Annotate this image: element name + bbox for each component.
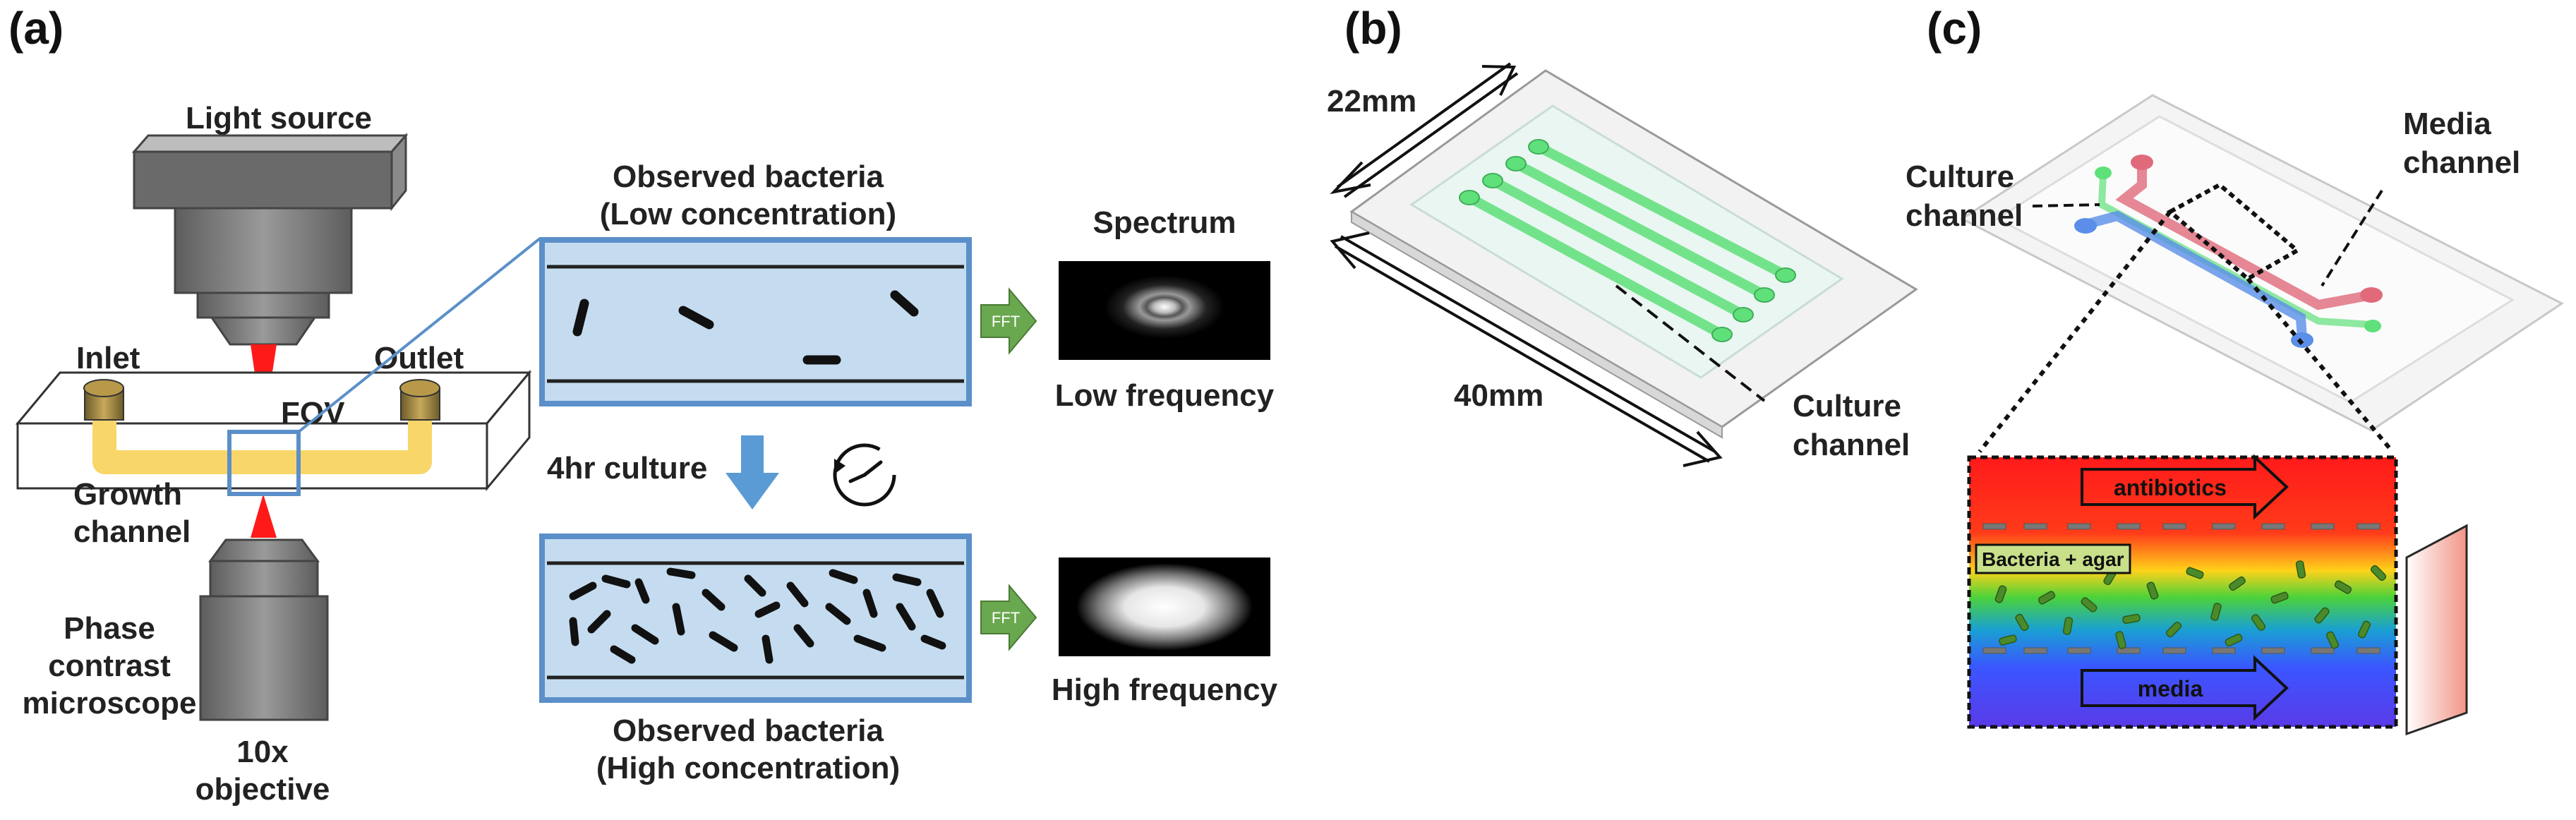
observed-low-label-2: (Low concentration) xyxy=(600,197,896,231)
culture-channel-leader-b xyxy=(1615,284,1766,402)
light-source-label: Light source xyxy=(186,101,372,135)
low-frequency-label: Low frequency xyxy=(1055,378,1275,413)
culture-channel-label-b-2: channel xyxy=(1793,428,1910,462)
light-beam-bottom xyxy=(251,494,277,538)
objective-label-1: 10x xyxy=(236,735,289,769)
observed-low-view xyxy=(539,237,972,406)
panel-b-label: (b) xyxy=(1344,3,1402,54)
culture-channel-label-c-2: channel xyxy=(1906,198,2023,233)
chip-c xyxy=(1960,94,2564,432)
blue-channel-c xyxy=(2081,210,2307,344)
microscope-objective xyxy=(199,538,329,721)
growth-channel-label-1: Growth xyxy=(73,477,182,512)
culture-channel-leader-c xyxy=(2032,203,2100,207)
media-channel-c xyxy=(2115,159,2376,310)
media-channel-label-c-1: Media xyxy=(2403,107,2491,141)
dimension-arrows-b xyxy=(1330,62,1723,467)
fft-arrow-top: FFT xyxy=(980,287,1037,355)
svg-text:media: media xyxy=(2138,676,2203,701)
gradient-wedge xyxy=(2405,524,2468,736)
outlet-port xyxy=(399,379,440,421)
culture-channel-label-b-1: Culture xyxy=(1793,389,1901,423)
zoom-inset-c xyxy=(1967,455,2398,729)
high-frequency-label: High frequency xyxy=(1052,673,1278,707)
svg-text:Bacteria + agar: Bacteria + agar xyxy=(1982,548,2124,570)
observed-low-label-1: Observed bacteria xyxy=(613,159,884,194)
bacteria-agar-tag: Bacteria + agar xyxy=(1975,543,2131,574)
objective-label-2: objective xyxy=(195,772,330,807)
antibiotics-arrow: antibiotics xyxy=(2081,454,2289,520)
microscope-label-2: contrast xyxy=(48,649,171,683)
outlet-label: Outlet xyxy=(374,341,464,375)
observed-high-label-2: (High concentration) xyxy=(596,751,900,785)
fov-connector xyxy=(297,237,541,433)
zoom-region-c xyxy=(2166,182,2301,282)
fft-arrow-bottom: FFT xyxy=(980,584,1037,651)
zoom-leader-right xyxy=(2246,277,2395,453)
length-dim-label: 40mm xyxy=(1454,378,1543,413)
growth-channel-label-2: channel xyxy=(73,514,191,549)
panel-c-label: (c) xyxy=(1927,3,1982,54)
svg-text:antibiotics: antibiotics xyxy=(2114,475,2227,500)
spectrum-low xyxy=(1059,261,1270,360)
spectrum-high xyxy=(1059,557,1270,656)
culture-channel-label-c-1: Culture xyxy=(1906,159,2014,194)
media-channel-label-c-2: channel xyxy=(2403,145,2520,180)
light-source xyxy=(131,132,409,346)
svg-text:FFT: FFT xyxy=(992,609,1020,627)
panel-a-label: (a) xyxy=(8,3,64,54)
observed-high-view xyxy=(539,533,972,703)
microscope-label-1: Phase xyxy=(64,611,155,646)
channel-ports-b xyxy=(1459,139,1796,342)
spectrum-label: Spectrum xyxy=(1093,205,1236,240)
media-arrow: media xyxy=(2081,655,2289,721)
observed-high-label-1: Observed bacteria xyxy=(613,713,884,748)
clock-icon xyxy=(833,443,896,507)
culture-down-arrow xyxy=(726,435,779,510)
culture-channels-b xyxy=(1464,142,1790,339)
channel-ports-c xyxy=(2074,155,2383,348)
microscope-label-3: microscope xyxy=(23,686,197,720)
fov-box xyxy=(227,430,301,496)
width-dim-label: 22mm xyxy=(1327,84,1416,119)
culture-step-label: 4hr culture xyxy=(547,451,707,486)
svg-text:FFT: FFT xyxy=(992,313,1020,330)
media-channel-leader-c xyxy=(2321,189,2383,287)
inlet-label: Inlet xyxy=(76,341,140,375)
inlet-port xyxy=(83,379,124,421)
